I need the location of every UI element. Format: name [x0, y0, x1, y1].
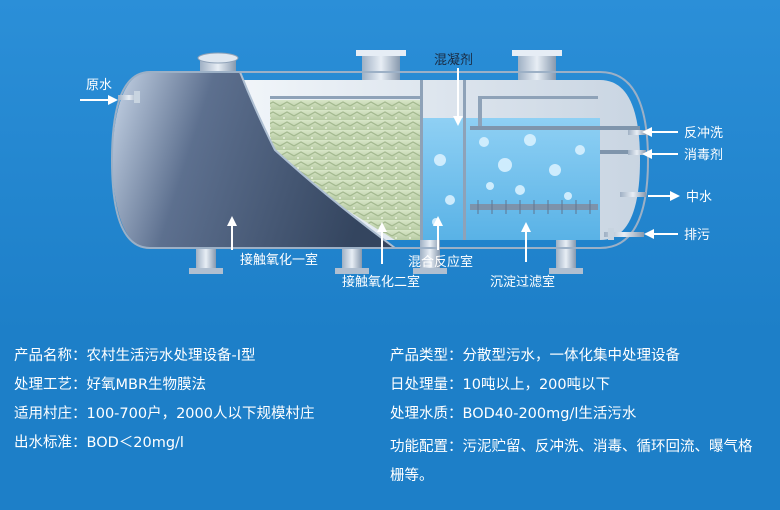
label-contact-oxidation-2: 接触氧化二室: [342, 274, 420, 290]
info-label: 日处理量：: [390, 377, 463, 393]
label-coagulant: 混凝剂: [434, 52, 473, 68]
info-label: 处理工艺：: [14, 377, 87, 393]
info-row-daily-capacity: 日处理量：10吨以上，200吨以下: [390, 375, 775, 404]
label-sedimentation-filtration: 沉淀过滤室: [490, 274, 555, 290]
info-value: 好氧MBR生物膜法: [86, 377, 207, 393]
info-column-left: 产品名称：农村生活污水处理设备-Ⅰ型 处理工艺：好氧MBR生物膜法 适用村庄：1…: [14, 346, 394, 462]
info-value: BOD＜20mg/l: [86, 435, 184, 451]
info-row-applicable-village: 适用村庄：100-700户，2000人以下规模村庄: [14, 404, 394, 433]
label-reclaimed-water: 中水: [686, 190, 712, 205]
label-discharge: 排污: [684, 228, 710, 243]
info-value: 100-700户，2000人以下规模村庄: [86, 406, 315, 422]
info-row-product-name: 产品名称：农村生活污水处理设备-Ⅰ型: [14, 346, 394, 375]
info-label: 处理水质：: [390, 406, 463, 422]
info-row-product-type: 产品类型：分散型污水，一体化集中处理设备: [390, 346, 775, 375]
label-mixing-reaction: 混合反应室: [408, 254, 473, 270]
info-label: 产品类型：: [390, 348, 463, 364]
info-row-water-quality: 处理水质：BOD40-200mg/l生活污水: [390, 404, 775, 433]
info-label: 产品名称：: [14, 348, 87, 364]
info-label: 功能配置：: [390, 439, 463, 455]
info-label: 出水标准：: [14, 435, 87, 451]
info-label: 适用村庄：: [14, 406, 87, 422]
label-raw-water: 原水: [86, 78, 112, 93]
info-value: 分散型污水，一体化集中处理设备: [462, 348, 681, 364]
info-value: 污泥贮留、反冲洗、消毒、循环回流、曝气格栅等。: [390, 439, 753, 484]
info-value: BOD40-200mg/l生活污水: [462, 406, 637, 422]
label-disinfectant: 消毒剂: [684, 148, 723, 163]
label-contact-oxidation-1: 接触氧化一室: [240, 252, 318, 268]
info-value: 农村生活污水处理设备-Ⅰ型: [86, 348, 256, 364]
info-column-right: 产品类型：分散型污水，一体化集中处理设备 日处理量：10吨以上，200吨以下 处…: [390, 346, 775, 491]
info-row-functions: 功能配置：污泥贮留、反冲洗、消毒、循环回流、曝气格栅等。: [390, 433, 765, 491]
tank-illustration: 原水 混凝剂 反冲洗 消毒剂 中水 排污 接触氧化一室 接触氧化二室 混合反应室…: [0, 0, 780, 332]
info-value: 10吨以上，200吨以下: [462, 377, 611, 393]
label-backwash: 反冲洗: [684, 126, 723, 141]
info-row-effluent-standard: 出水标准：BOD＜20mg/l: [14, 433, 394, 462]
product-info-panel: 产品名称：农村生活污水处理设备-Ⅰ型 处理工艺：好氧MBR生物膜法 适用村庄：1…: [0, 332, 780, 510]
info-row-process: 处理工艺：好氧MBR生物膜法: [14, 375, 394, 404]
